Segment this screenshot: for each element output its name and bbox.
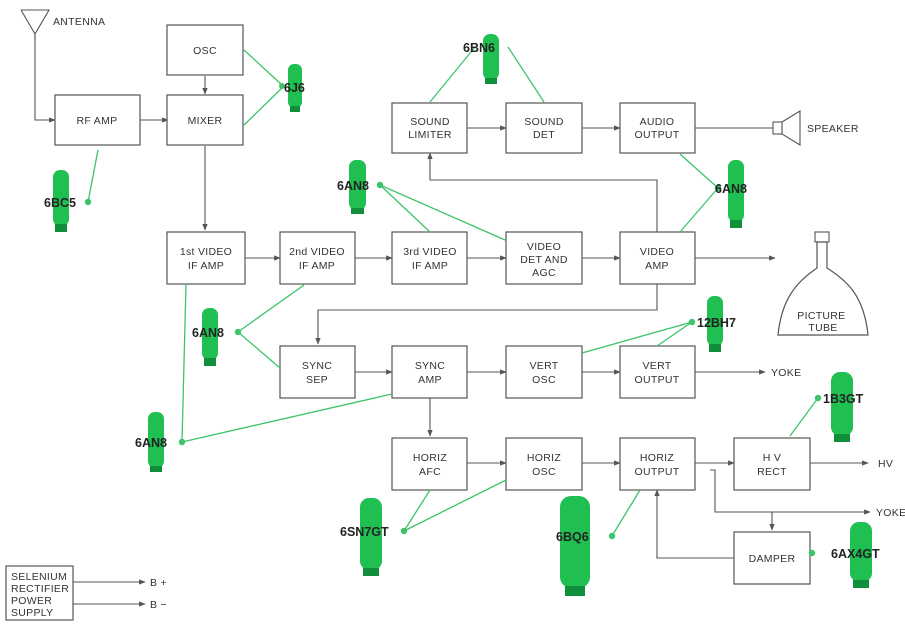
b-plus-label: B + bbox=[150, 577, 167, 589]
osc-block: OSC bbox=[166, 24, 244, 76]
tube-label-6bn6: 6BN6 bbox=[463, 41, 495, 55]
speaker-icon bbox=[772, 110, 801, 146]
tube-1b3gt-icon bbox=[831, 372, 853, 442]
b-minus-label: B − bbox=[150, 599, 167, 611]
tube-6bc5-icon bbox=[53, 170, 69, 232]
svg-text:RF AMP: RF AMP bbox=[77, 115, 118, 127]
tube-6bn6-icon bbox=[483, 34, 499, 84]
tube-label-12bh7: 12BH7 bbox=[697, 316, 736, 330]
rf-amp-block: RF AMP bbox=[54, 94, 141, 146]
tube-label-6j6: 6J6 bbox=[284, 81, 305, 95]
tube-label-6an8-d: 6AN8 bbox=[135, 436, 167, 450]
damper-block: DAMPER bbox=[733, 531, 811, 585]
antenna-label: ANTENNA bbox=[53, 16, 105, 28]
tube-label-6sn7gt: 6SN7GT bbox=[340, 525, 389, 539]
svg-text:OSC: OSC bbox=[193, 45, 217, 57]
tube-label-6bq6: 6BQ6 bbox=[556, 530, 589, 544]
tube-6an8-b-icon bbox=[728, 160, 744, 228]
tube-6an8-a-icon bbox=[349, 160, 366, 214]
tube-labels: 6BN6 6J6 6BC5 6AN8 6AN8 6AN8 6AN8 12BH7 … bbox=[44, 41, 880, 561]
tube-label-6ax4gt: 6AX4GT bbox=[831, 547, 880, 561]
mixer-block: MIXER bbox=[166, 94, 244, 146]
svg-text:MIXER: MIXER bbox=[188, 115, 223, 127]
tube-label-6bc5: 6BC5 bbox=[44, 196, 76, 210]
antenna-symbol bbox=[20, 9, 50, 40]
tube-6ax4gt-icon bbox=[850, 522, 872, 588]
tube-6an8-c-icon bbox=[202, 308, 218, 366]
yoke-label-horiz: YOKE bbox=[876, 507, 905, 519]
vacuum-tube-icons bbox=[53, 34, 872, 596]
tube-label-6an8-c: 6AN8 bbox=[192, 326, 224, 340]
speaker-label: SPEAKER bbox=[807, 123, 859, 135]
tube-label-6an8-b: 6AN8 bbox=[715, 182, 747, 196]
picture-tube-label: PICTURE TUBE bbox=[797, 310, 848, 334]
tube-6j6-icon bbox=[288, 64, 302, 112]
tube-6an8-d-icon bbox=[148, 412, 164, 472]
hv-label: HV bbox=[878, 458, 893, 470]
yoke-label-vert: YOKE bbox=[771, 367, 801, 379]
tube-12bh7-icon bbox=[707, 296, 723, 352]
tube-6sn7gt-icon bbox=[360, 498, 382, 576]
svg-text:DAMPER: DAMPER bbox=[749, 553, 796, 565]
tube-label-6an8-a: 6AN8 bbox=[337, 179, 369, 193]
tube-6bq6-icon bbox=[560, 496, 590, 596]
picture-tube-icon bbox=[777, 231, 869, 336]
tube-label-1b3gt: 1B3GT bbox=[823, 392, 864, 406]
signal-wires bbox=[34, 35, 871, 607]
